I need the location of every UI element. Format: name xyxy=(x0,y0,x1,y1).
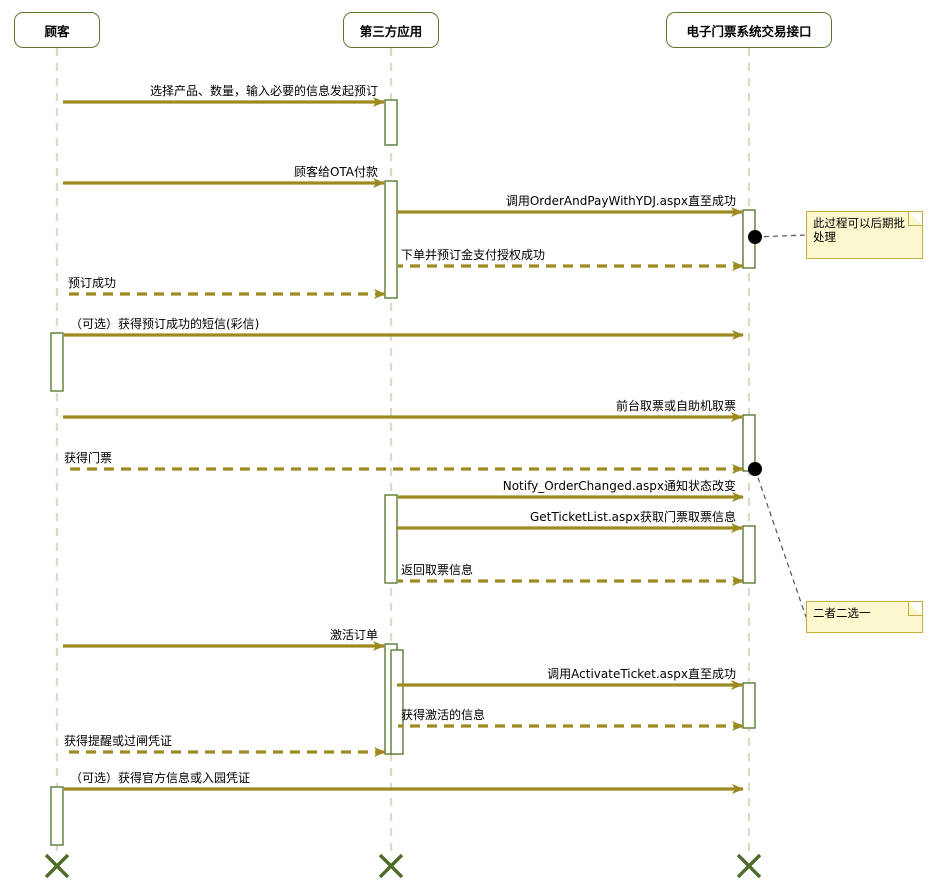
message-label-14: 获得激活的信息 xyxy=(401,708,486,722)
participant-box-customer[interactable]: 顾客 xyxy=(14,12,100,48)
destroy-marker-thirdparty xyxy=(378,853,404,879)
activation-bar-customer xyxy=(50,332,64,392)
participant-label: 第三方应用 xyxy=(359,23,423,39)
message-label-1: 选择产品、数量，输入必要的信息发起预订 xyxy=(149,84,378,98)
note-fold-corner-icon xyxy=(908,212,922,226)
note-anchor-line-note-choose xyxy=(754,468,807,618)
message-label-10: GetTicketList.aspx获取门票取票信息 xyxy=(529,510,736,524)
destroy-marker-customer xyxy=(44,853,70,879)
activation-bar-thirdparty xyxy=(384,180,398,299)
activation-bar-thirdparty xyxy=(390,649,404,755)
message-label-6: （可选）获得预订成功的短信(彩信) xyxy=(70,317,260,331)
activation-bar-customer xyxy=(50,786,64,846)
note-note-batch: 此过程可以后期批处理 xyxy=(806,211,923,259)
note-note-choose: 二者二选一 xyxy=(806,601,923,633)
message-label-8: 获得门票 xyxy=(64,451,113,465)
note-anchor-ball-note-batch xyxy=(748,230,762,244)
message-label-5: 预订成功 xyxy=(68,276,117,290)
participant-box-ticketsys[interactable]: 电子门票系统交易接口 xyxy=(666,12,832,48)
activation-bar-thirdparty xyxy=(384,99,398,146)
note-text: 此过程可以后期批处理 xyxy=(813,216,905,244)
participant-label: 顾客 xyxy=(44,23,70,39)
message-label-3: 调用OrderAndPayWithYDJ.aspx直至成功 xyxy=(505,194,736,208)
destroy-marker-ticketsys xyxy=(736,853,762,879)
participant-box-thirdparty[interactable]: 第三方应用 xyxy=(343,12,439,48)
message-label-15: 获得提醒或过闸凭证 xyxy=(64,734,173,748)
activation-bar-ticketsys xyxy=(742,682,756,729)
participant-label: 电子门票系统交易接口 xyxy=(686,23,812,39)
message-label-7: 前台取票或自助机取票 xyxy=(615,399,736,413)
note-anchor-line-note-batch xyxy=(754,234,807,238)
note-anchor-ball-note-choose xyxy=(748,462,762,476)
message-label-2: 顾客给OTA付款 xyxy=(293,165,378,179)
note-fold-corner-icon xyxy=(908,602,922,616)
message-label-9: Notify_OrderChanged.aspx通知状态改变 xyxy=(502,479,736,493)
message-label-12: 激活订单 xyxy=(329,628,378,642)
message-label-4: 下单并预订金支付授权成功 xyxy=(401,248,546,262)
activation-bar-ticketsys xyxy=(742,525,756,584)
note-text: 二者二选一 xyxy=(813,606,871,620)
message-label-11: 返回取票信息 xyxy=(401,563,474,577)
message-label-16: （可选）获得官方信息或入园凭证 xyxy=(70,771,251,785)
activation-bar-thirdparty xyxy=(384,494,398,584)
message-label-13: 调用ActivateTicket.aspx直至成功 xyxy=(547,667,736,681)
